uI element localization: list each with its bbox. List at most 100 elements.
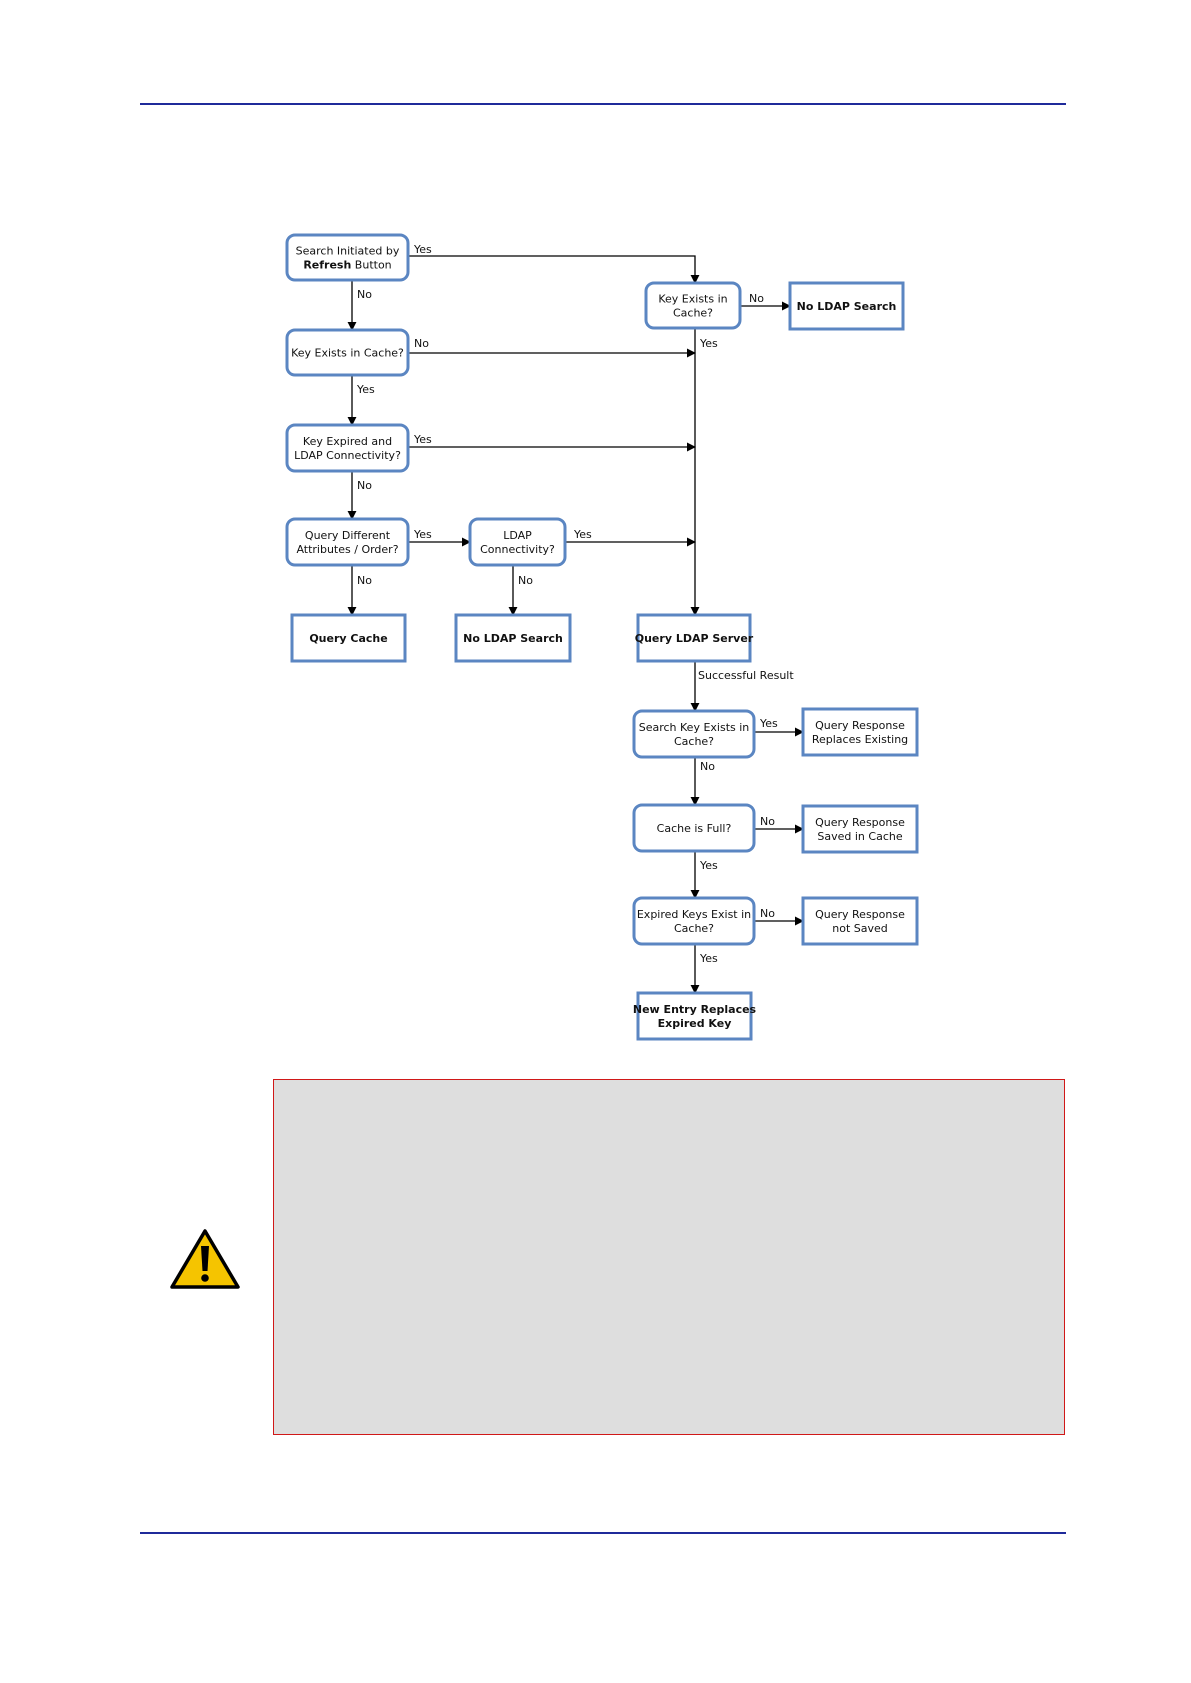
decision-box	[285, 423, 410, 473]
node-label-line: Connectivity?	[480, 543, 555, 556]
edge-label: No	[357, 574, 372, 587]
node-label-line: Query Response	[815, 816, 905, 829]
node-label-segment: Attributes / Order?	[296, 543, 398, 556]
warning-icon	[170, 1229, 240, 1289]
edge-label: Yes	[573, 528, 592, 541]
edge-label: Yes	[699, 952, 718, 965]
edge-label: Successful Result	[698, 669, 794, 682]
node-label-segment: Query LDAP Server	[635, 632, 754, 645]
process-box	[454, 613, 572, 663]
node-no-ldap-search-mid: No LDAP Search	[454, 613, 572, 663]
decision-box	[644, 281, 742, 330]
process-box	[788, 281, 905, 331]
node-label-segment: Refresh	[303, 258, 351, 271]
node-label-segment: Replaces Existing	[812, 733, 908, 746]
process-box	[801, 896, 919, 946]
node-label-line: Expired Key	[658, 1017, 732, 1030]
edge-label: Yes	[759, 717, 778, 730]
edge-label: No	[760, 815, 775, 828]
node-label-segment: Search Key Exists in	[639, 721, 750, 734]
node-label-line: Query Response	[815, 719, 905, 732]
node-label-segment: LDAP Connectivity?	[294, 449, 401, 462]
node-label-line: Attributes / Order?	[296, 543, 398, 556]
edge-label: Yes	[699, 337, 718, 350]
node-label-segment: Button	[351, 258, 391, 271]
node-label-line: Key Expired and	[303, 435, 392, 448]
process-box	[290, 613, 407, 663]
node-label-line: not Saved	[832, 922, 888, 935]
node-label-line: Cache?	[673, 306, 713, 319]
node-key-exists-left: Key Exists in Cache?	[285, 328, 410, 377]
process-box	[636, 991, 753, 1041]
process-box	[636, 613, 752, 663]
node-label-line: Query Different	[305, 529, 391, 542]
node-label-line: Query Cache	[309, 632, 387, 645]
node-label-segment: Query Response	[815, 719, 905, 732]
node-label-line: Cache is Full?	[657, 822, 732, 835]
node-label-segment: Saved in Cache	[817, 830, 902, 843]
edge-label: No	[357, 479, 372, 492]
process-box	[801, 804, 919, 854]
node-label-segment: Key Expired and	[303, 435, 392, 448]
node-label-line: LDAP Connectivity?	[294, 449, 401, 462]
node-label-line: Cache?	[674, 735, 714, 748]
node-cache-full: Cache is Full?	[632, 803, 756, 853]
node-label-line: LDAP	[503, 529, 532, 542]
node-no-ldap-search-top: No LDAP Search	[788, 281, 905, 331]
node-label-segment: Cache?	[674, 922, 714, 935]
node-label-segment: Expired Keys Exist in	[637, 908, 751, 921]
decision-box	[632, 803, 756, 853]
node-query-ldap-server: Query LDAP Server	[635, 613, 754, 663]
node-label-segment: Key Exists in	[658, 292, 727, 305]
node-label-segment: Connectivity?	[480, 543, 555, 556]
node-label-line: Query Response	[815, 908, 905, 921]
node-label-line: Saved in Cache	[817, 830, 902, 843]
node-label-line: Key Exists in Cache?	[291, 346, 404, 359]
node-label-line: Search Key Exists in	[639, 721, 750, 734]
decision-box	[285, 233, 410, 282]
node-label-line: No LDAP Search	[797, 300, 897, 313]
decision-box	[632, 709, 756, 759]
node-label-segment: Expired Key	[658, 1017, 732, 1030]
edge-search-initiated-to-key-exists-top	[408, 255, 700, 284]
node-label-line: Key Exists in	[658, 292, 727, 305]
edge-label: No	[700, 760, 715, 773]
node-label-segment: No LDAP Search	[463, 632, 563, 645]
node-query-cache: Query Cache	[290, 613, 407, 663]
node-label-segment: Query Response	[815, 816, 905, 829]
edge-label: No	[357, 288, 372, 301]
node-label-segment: Query Cache	[309, 632, 387, 645]
edge-label: Yes	[413, 243, 432, 256]
node-label-segment: Cache?	[674, 735, 714, 748]
decision-box	[285, 517, 410, 567]
edge-label: No	[414, 337, 429, 350]
node-label-segment: No LDAP Search	[797, 300, 897, 313]
process-box	[801, 707, 919, 757]
node-label-line: Search Initiated by	[296, 244, 400, 257]
edge-label: Yes	[356, 383, 375, 396]
edge-label: No	[760, 907, 775, 920]
footer-rule	[140, 1532, 1066, 1534]
decision-box	[632, 896, 756, 946]
node-label-line: Refresh Button	[303, 258, 391, 271]
node-label-segment: Search Initiated by	[296, 244, 400, 257]
note-box	[273, 1079, 1065, 1435]
node-label-segment: not Saved	[832, 922, 888, 935]
edge-label: No	[518, 574, 533, 587]
edge-label: Yes	[413, 433, 432, 446]
node-label-segment: LDAP	[503, 529, 532, 542]
node-label-line: No LDAP Search	[463, 632, 563, 645]
node-label-line: Query LDAP Server	[635, 632, 754, 645]
node-label-segment: Cache is Full?	[657, 822, 732, 835]
